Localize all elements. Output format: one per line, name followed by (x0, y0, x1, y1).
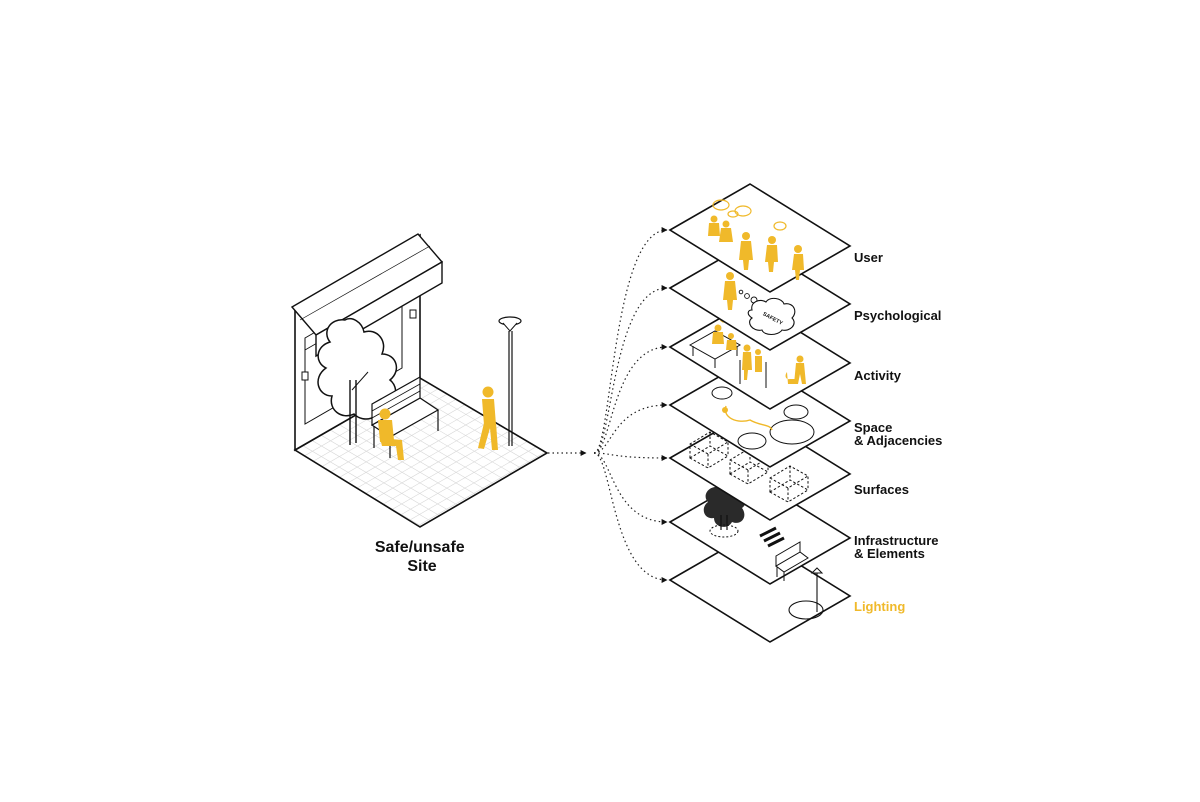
connector-line (593, 452, 668, 583)
floor-grid-line (295, 378, 475, 527)
floor-grid-line (295, 378, 457, 527)
street-lamp (498, 316, 522, 446)
layer-label-infrastructure: Infrastructure & Elements (854, 533, 942, 561)
floor-grid-line (0, 300, 240, 536)
floor-grid (0, 300, 547, 600)
layer-label-activity: Activity (854, 368, 902, 383)
connector-line (593, 285, 668, 454)
tree (317, 318, 398, 445)
layer-lighting: Lighting (668, 533, 905, 643)
layer-infrastructure: Infrastructure & Elements (668, 475, 942, 585)
floor-grid-line (0, 368, 240, 600)
layer-stack: Lighting (668, 183, 942, 643)
floor-grid-line (295, 378, 493, 527)
connector-line (593, 452, 668, 461)
layer-activity: Activity (668, 300, 902, 410)
space-circles (711, 386, 815, 450)
user-figures (708, 215, 804, 280)
floor-grid-line (295, 378, 547, 527)
site-title-line-1: Safe/unsafe (375, 539, 465, 556)
layer-label-space: Space & Adjacencies (854, 420, 942, 448)
floor-grid-line (0, 368, 258, 600)
connector-lines (548, 227, 668, 583)
connector-line (593, 344, 668, 454)
crosswalk-icon (759, 526, 785, 548)
activity-people (742, 344, 806, 384)
layer-label-lighting: Lighting (854, 599, 905, 614)
floor-grid-line (295, 378, 547, 527)
floor-grid-line (295, 378, 313, 527)
floor-grid-line (295, 378, 547, 527)
floor-grid-line (0, 300, 294, 536)
layer-space: Space & Adjacencies (668, 358, 942, 468)
bench-icon (775, 541, 809, 581)
site-title: Safe/unsafe Site (375, 539, 469, 575)
floor-grid-line (295, 378, 547, 527)
walking-person (478, 386, 498, 450)
layer-user: User (668, 183, 883, 293)
floor-grid-line (295, 378, 547, 527)
floor-grid-line (295, 378, 331, 527)
floor-grid-line (295, 378, 331, 527)
floor-grid-line (0, 300, 258, 536)
layer-surfaces: Surfaces (668, 411, 909, 521)
layer-psychological: SAFETY Psychological (668, 241, 941, 351)
seated-person (378, 408, 404, 460)
floor-grid-line (295, 378, 313, 527)
site-illustration: Safe/unsafe Site (0, 233, 549, 600)
layer-label-surfaces: Surfaces (854, 482, 909, 497)
connector-line (593, 452, 668, 525)
site-title-line-2: Site (407, 558, 436, 575)
speech-bubbles (712, 199, 787, 231)
floor-grid-line (295, 378, 547, 527)
floor-grid-line (0, 368, 276, 600)
layer-label-user: User (854, 250, 883, 265)
connector-line (593, 227, 668, 454)
floor-grid-line (0, 300, 276, 536)
wall-lamp (301, 371, 309, 381)
floor-grid-line (295, 378, 547, 527)
connector-line (593, 402, 668, 454)
floor-grid-line (0, 368, 294, 600)
thought-cloud (747, 297, 796, 336)
thinking-person (723, 272, 737, 310)
layer-label-psychological: Psychological (854, 308, 941, 323)
floor-grid-line (295, 378, 547, 527)
wall-lamp (409, 309, 417, 319)
path-line (724, 405, 773, 431)
